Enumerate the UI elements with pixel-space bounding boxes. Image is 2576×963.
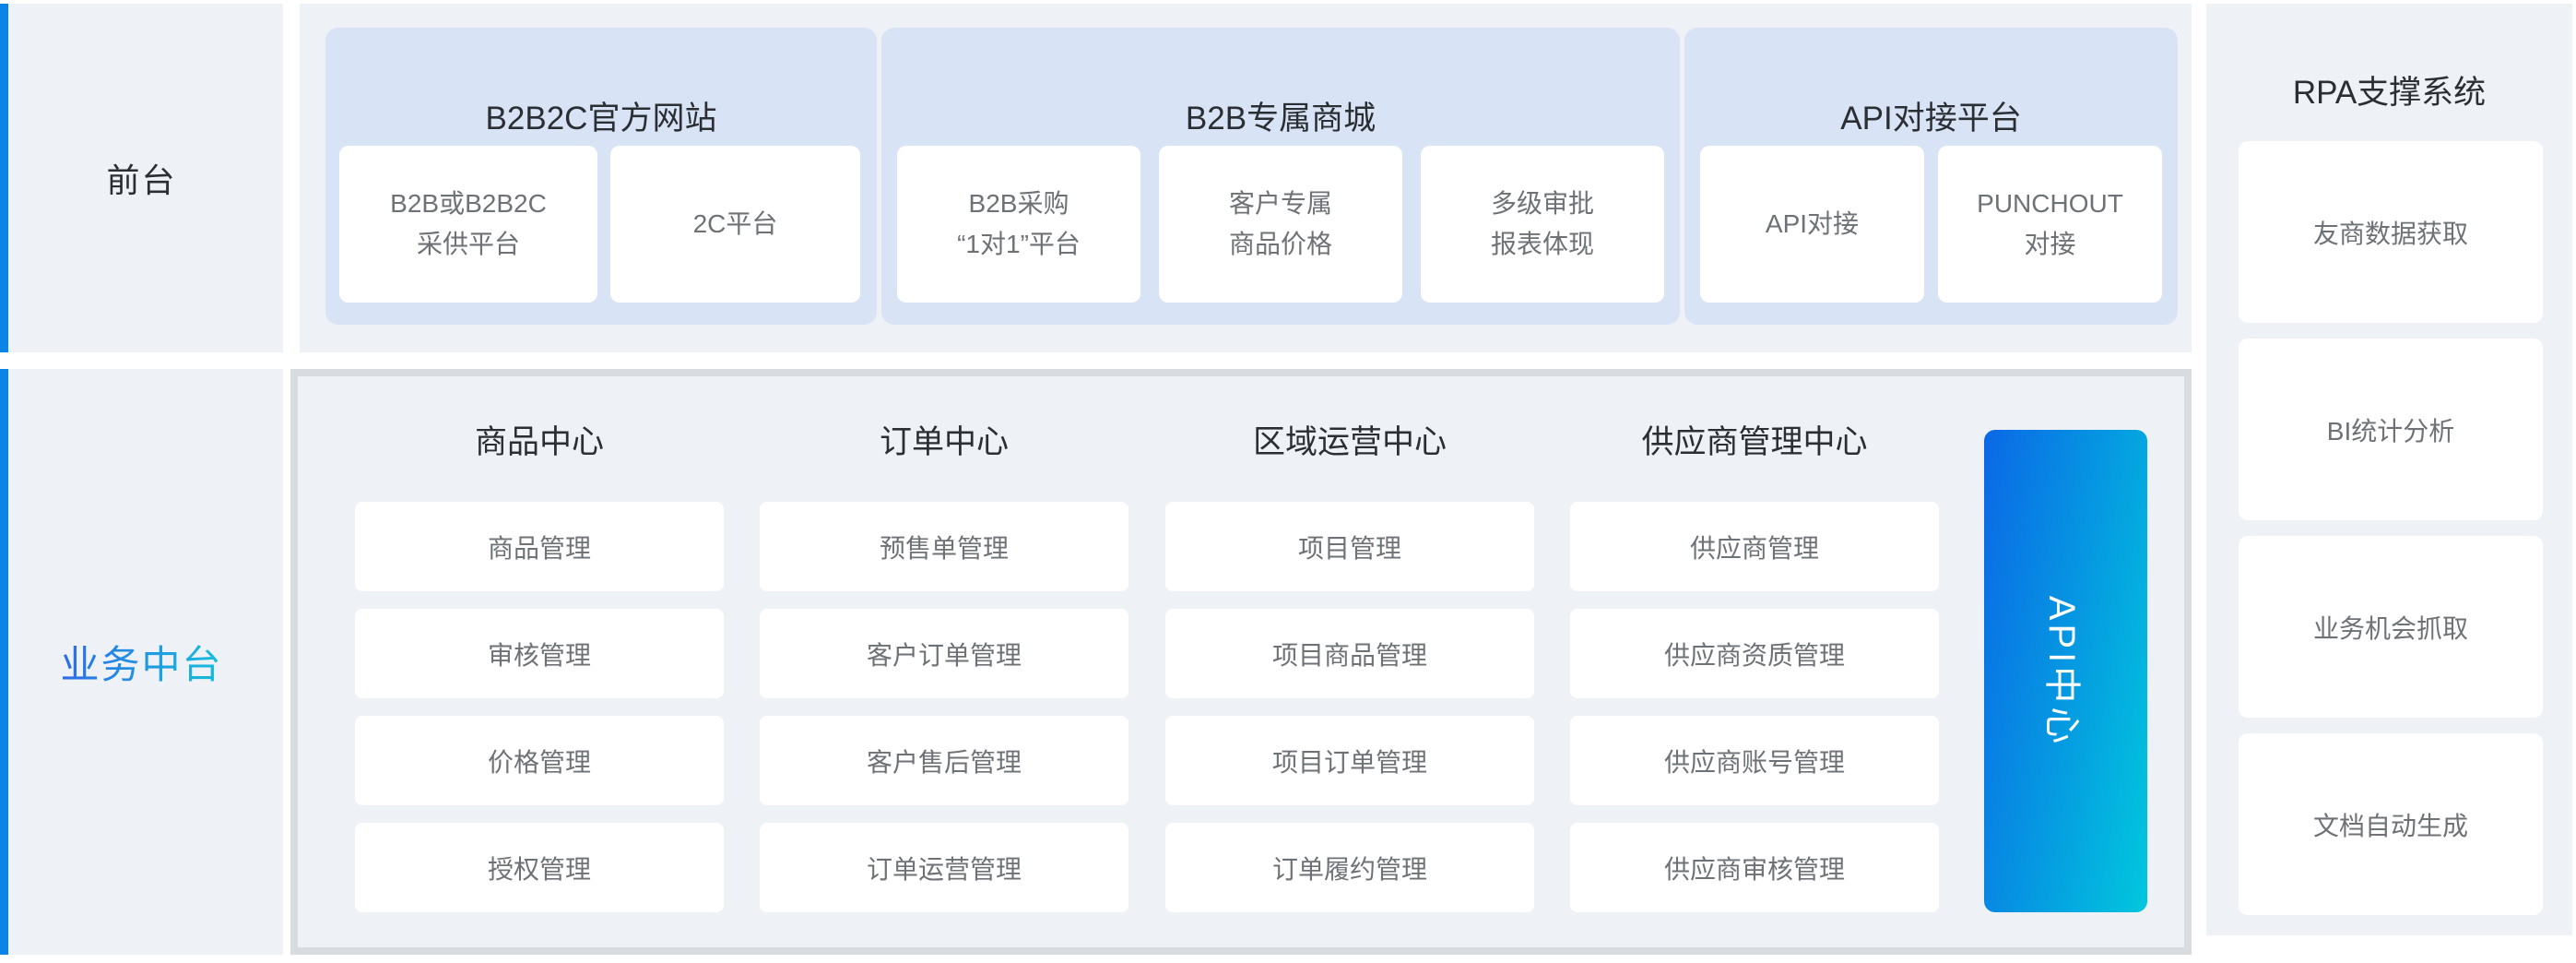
card: 多级审批 报表体现 (1421, 146, 1664, 303)
card: B2B或B2B2C 采供平台 (339, 146, 597, 303)
card: 项目商品管理 (1165, 609, 1534, 698)
card: 项目订单管理 (1165, 716, 1534, 805)
card: API对接 (1700, 146, 1924, 303)
panel-title: B2B2C官方网站 (485, 101, 717, 137)
panel-title: B2B专属商城 (1185, 101, 1377, 137)
card: 审核管理 (355, 609, 724, 698)
card: 业务机会抓取 (2239, 536, 2543, 718)
card: 友商数据获取 (2239, 141, 2543, 323)
sidebar-middle-stage: 业务中台 (0, 369, 283, 955)
card: B2B采购 “1对1”平台 (897, 146, 1140, 303)
card: 供应商管理 (1570, 502, 1939, 591)
accent-bar (0, 4, 8, 352)
column-title-supplier-center: 供应商管理中心 (1641, 424, 1868, 460)
card: 2C平台 (610, 146, 860, 303)
front-stage-band: B2B2C官方网站 B2B或B2B2C 采供平台 2C平台 B2B专属商城 B2… (300, 4, 2192, 352)
card: 文档自动生成 (2239, 733, 2543, 915)
card: PUNCHOUT 对接 (1938, 146, 2162, 303)
card: 客户专属 商品价格 (1159, 146, 1402, 303)
card: 供应商审核管理 (1570, 823, 1939, 912)
panel-b2b2c-website: B2B2C官方网站 B2B或B2B2C 采供平台 2C平台 (325, 28, 877, 325)
api-center-bar: API中心 (1984, 430, 2147, 912)
rpa-support-panel: RPA支撑系统 友商数据获取 BI统计分析 业务机会抓取 文档自动生成 (2206, 4, 2572, 935)
card: 项目管理 (1165, 502, 1534, 591)
card: 订单履约管理 (1165, 823, 1534, 912)
column-title-order-center: 订单中心 (879, 424, 1009, 460)
panel-title: API对接平台 (1840, 101, 2022, 137)
column-title-region-center: 区域运营中心 (1252, 424, 1447, 460)
api-center-label: API中心 (2041, 595, 2083, 747)
accent-bar (0, 369, 8, 955)
card: BI统计分析 (2239, 339, 2543, 520)
rpa-panel-title: RPA支撑系统 (2292, 75, 2487, 111)
column-title-goods-center: 商品中心 (474, 424, 604, 460)
sidebar-front-stage: 前台 (0, 4, 283, 352)
middle-stage-container: 商品中心 商品管理 审核管理 价格管理 授权管理 订单中心 预售单管理 客户订单… (290, 369, 2192, 955)
card: 客户售后管理 (760, 716, 1128, 805)
front-stage-label: 前台 (106, 161, 177, 199)
panel-b2b-mall: B2B专属商城 B2B采购 “1对1”平台 客户专属 商品价格 多级审批 报表体… (881, 28, 1680, 325)
card: 价格管理 (355, 716, 724, 805)
card: 客户订单管理 (760, 609, 1128, 698)
card: 授权管理 (355, 823, 724, 912)
card: 供应商资质管理 (1570, 609, 1939, 698)
card: 预售单管理 (760, 502, 1128, 591)
card: 商品管理 (355, 502, 724, 591)
card: 供应商账号管理 (1570, 716, 1939, 805)
card: 订单运营管理 (760, 823, 1128, 912)
panel-api-platform: API对接平台 API对接 PUNCHOUT 对接 (1684, 28, 2178, 325)
middle-stage-label: 业务中台 (60, 634, 222, 690)
